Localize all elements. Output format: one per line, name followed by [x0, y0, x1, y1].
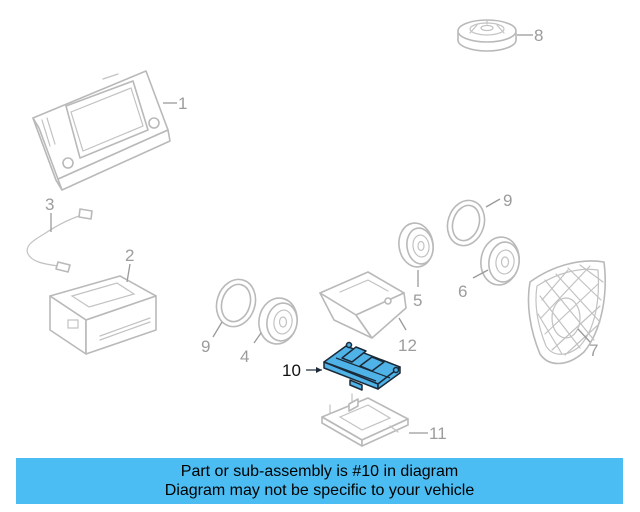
- part-6-speaker[interactable]: [478, 235, 522, 288]
- part-4-tweeter-left[interactable]: [255, 295, 300, 347]
- callout-12: 12: [398, 336, 417, 355]
- callout-7: 7: [589, 341, 598, 360]
- callout-3: 3: [45, 195, 54, 214]
- part-5-speaker[interactable]: [396, 221, 436, 269]
- part-9-gasket-ring-right[interactable]: [442, 196, 490, 251]
- callout-1: 1: [178, 94, 187, 113]
- callout-2: 2: [125, 246, 134, 265]
- banner-line-1: Part or sub-assembly is #10 in diagram: [180, 463, 459, 480]
- callout-9-right: 9: [503, 191, 512, 210]
- callout-8: 8: [534, 26, 543, 45]
- callout-9-left: 9: [201, 337, 210, 356]
- callout-5: 5: [413, 291, 422, 310]
- part-10-control-module[interactable]: [323, 341, 401, 391]
- part-8-speaker-cap[interactable]: [457, 19, 517, 52]
- part-9-gasket-ring-left[interactable]: [211, 274, 262, 331]
- callout-6: 6: [458, 282, 467, 301]
- info-banner: Part or sub-assembly is #10 in diagram D…: [16, 458, 623, 504]
- part-3-antenna-cable[interactable]: [26, 208, 93, 273]
- part-12-amplifier-cover[interactable]: [319, 271, 407, 339]
- part-2-media-module[interactable]: [49, 275, 157, 355]
- callout-10: 10: [282, 361, 301, 380]
- banner-line-2: Diagram may not be specific to your vehi…: [164, 482, 475, 499]
- part-11-mounting-bracket[interactable]: [321, 393, 409, 447]
- callout-4: 4: [240, 347, 249, 366]
- part-1-radio-display[interactable]: [32, 70, 171, 191]
- callout-11: 11: [429, 424, 447, 443]
- callout-10-arrowhead: [316, 367, 322, 373]
